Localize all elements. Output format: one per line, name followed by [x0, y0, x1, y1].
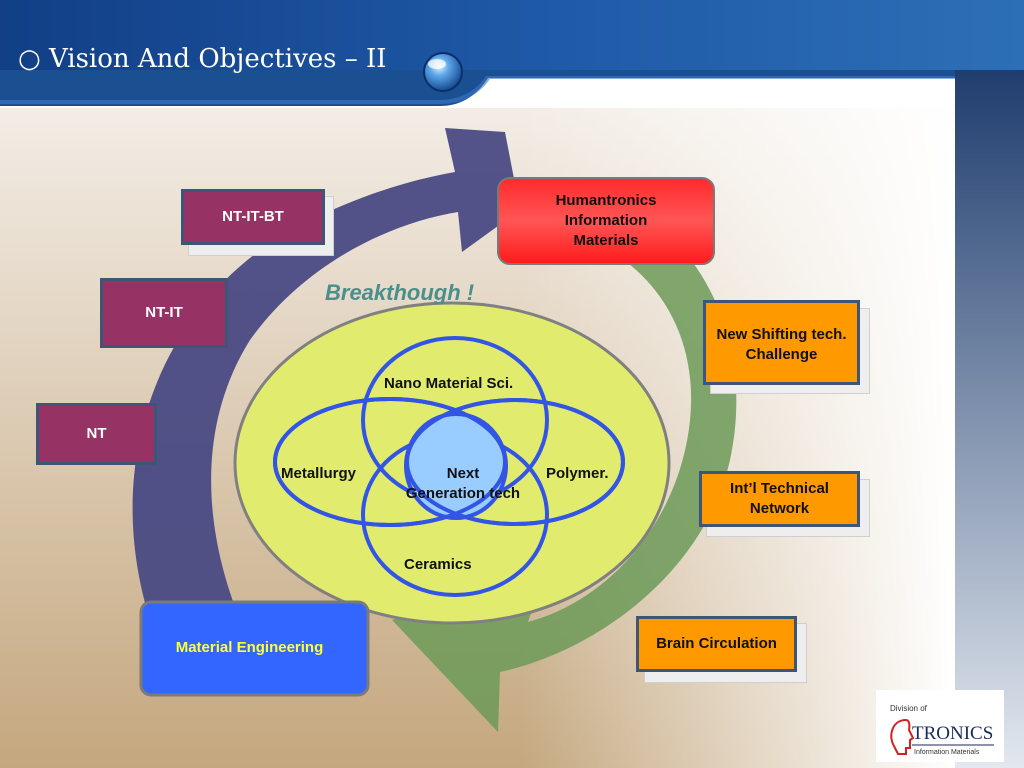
strategy-brain-circulation: Brain Circulation — [636, 616, 797, 672]
goal-box: Humantronics Information Materials — [498, 178, 714, 264]
label-nano-material: Nano Material Sci. — [384, 375, 514, 392]
center-line-1: Next — [446, 465, 480, 482]
base-box: Material Engineering — [175, 639, 324, 657]
strategy-intl-technical-network: Int’l Technical Network — [699, 471, 860, 527]
strategy-2-line-1: Int’l Technical — [730, 479, 829, 497]
logo-head-icon — [890, 718, 915, 755]
label-polymer: Polymer. — [546, 465, 609, 482]
label-next-generation: Next Generation tech — [396, 464, 530, 505]
slide-title: ○ Vision And Objectives – II — [18, 44, 387, 74]
strategy-2-line-2: Network — [749, 500, 810, 517]
base-box-bg — [139, 600, 370, 697]
goal-box-bg — [497, 177, 715, 265]
logo-division: Division of — [890, 704, 928, 713]
tech-level-nt: NT — [36, 403, 157, 465]
header-bar — [0, 0, 1024, 106]
label-metallurgy: Metallurgy — [281, 465, 357, 482]
tech-level-nt-it: NT-IT — [100, 278, 228, 348]
tronics-logo: Division of TRONICS Information Material… — [876, 690, 1004, 762]
logo-subtitle: Information Materials — [914, 749, 980, 756]
logo-name: TRONICS — [912, 723, 993, 744]
center-line-2: Generation tech — [405, 485, 521, 503]
strategy-1-line-1: New Shifting tech. — [716, 326, 847, 343]
strategy-new-shifting-tech: New Shifting tech. Challenge — [703, 300, 860, 385]
tech-level-nt-it-bt: NT-IT-BT — [181, 189, 325, 245]
strategy-1-line-2: Challenge — [745, 346, 818, 364]
breakthrough-label: Breakthough ! — [325, 280, 475, 305]
goal-line-3: Materials — [573, 232, 639, 250]
goal-line-2: Information — [564, 211, 648, 229]
right-side-panel — [955, 70, 1024, 768]
label-ceramics: Ceramics — [404, 556, 472, 573]
goal-line-1: Humantronics — [555, 191, 657, 209]
